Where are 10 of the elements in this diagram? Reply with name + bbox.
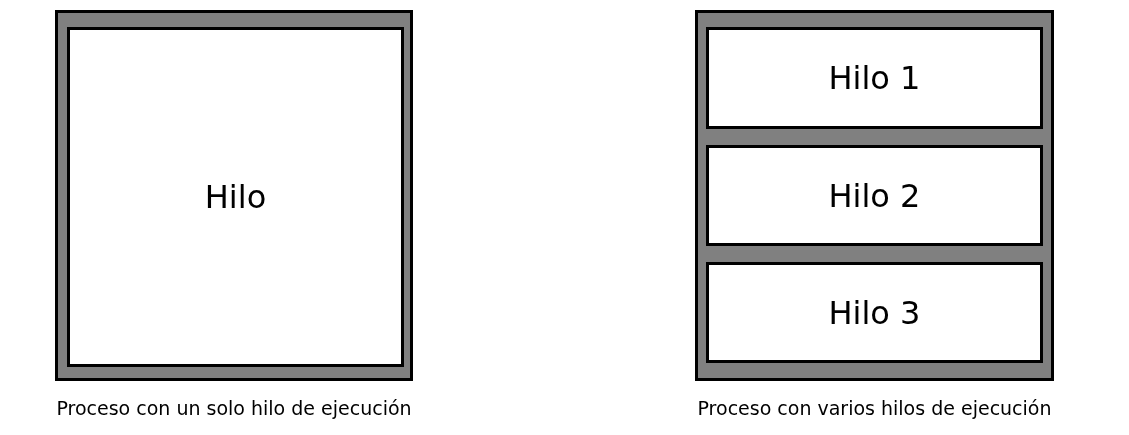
process-caption: Proceso con varios hilos de ejecución xyxy=(697,397,1052,419)
thread-label: Hilo xyxy=(204,178,267,216)
thread-box xyxy=(706,145,1043,246)
thread-label: Hilo 1 xyxy=(828,59,921,97)
process-box xyxy=(695,10,1054,381)
thread-label: Hilo 2 xyxy=(828,176,921,215)
thread-box xyxy=(706,262,1043,363)
thread-box xyxy=(706,27,1043,129)
thread-label: Hilo 3 xyxy=(828,293,921,332)
process-caption: Proceso con un solo hilo de ejecución xyxy=(56,397,412,419)
